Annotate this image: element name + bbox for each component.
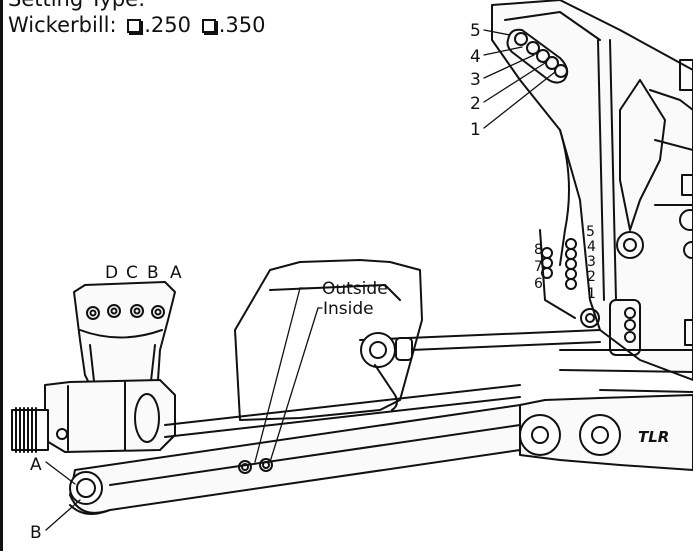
mid-left-8-label: 8 — [534, 242, 543, 258]
diagram-labels: D C B A Outside Inside 5 4 3 2 1 A B — [30, 21, 481, 543]
chassis-block — [519, 299, 693, 471]
steering-link — [359, 308, 601, 411]
checkbox-250[interactable] — [127, 19, 142, 33]
mid-right-4-label: 4 — [587, 239, 596, 255]
steering-block — [11, 281, 176, 453]
brand-logo: TLR — [638, 428, 669, 446]
mid-right-3-label: 3 — [587, 254, 596, 270]
setting-header: Setting Type: Wickerbill: .250 .350 — [8, 0, 438, 46]
shock-tower — [491, 0, 693, 381]
checkbox-350[interactable] — [201, 19, 216, 33]
wickerbill-row: Wickerbill: .250 .350 — [8, 12, 438, 38]
bracket-hole-c-label: C — [126, 263, 138, 283]
bracket-hole-a-label: A — [170, 263, 182, 283]
bracket-hole-d-label: D — [105, 263, 118, 283]
lower-arm — [69, 384, 581, 515]
bracket-hole-b-label: B — [147, 263, 159, 283]
upper-hole-4-label: 4 — [470, 47, 481, 67]
setting-type-label: Setting Type: — [8, 0, 438, 12]
option-250-label: .250 — [144, 13, 192, 37]
mid-hole-labels: 8 7 6 5 4 3 2 1 — [534, 224, 596, 302]
mid-right-1-label: 1 — [587, 286, 596, 302]
wickerbill-label: Wickerbill: — [8, 13, 117, 37]
mid-left-6-label: 6 — [534, 276, 543, 292]
upper-hole-2-label: 2 — [470, 94, 481, 114]
mid-right-2-label: 2 — [587, 269, 596, 285]
leader-lines — [45, 29, 556, 531]
camber-link-holes — [541, 238, 577, 290]
frame-border — [0, 0, 3, 551]
upper-hole-3-label: 3 — [470, 70, 481, 90]
pivot-a-label: A — [30, 455, 42, 475]
pivot-b-label: B — [30, 523, 42, 543]
mid-right-5-label: 5 — [586, 224, 595, 240]
inside-label: Inside — [323, 299, 374, 319]
mid-left-7-label: 7 — [534, 259, 543, 275]
outside-label: Outside — [322, 279, 388, 299]
option-350-label: .350 — [218, 13, 266, 37]
upper-hole-1-label: 1 — [470, 120, 481, 140]
upper-hole-5-label: 5 — [470, 21, 481, 41]
